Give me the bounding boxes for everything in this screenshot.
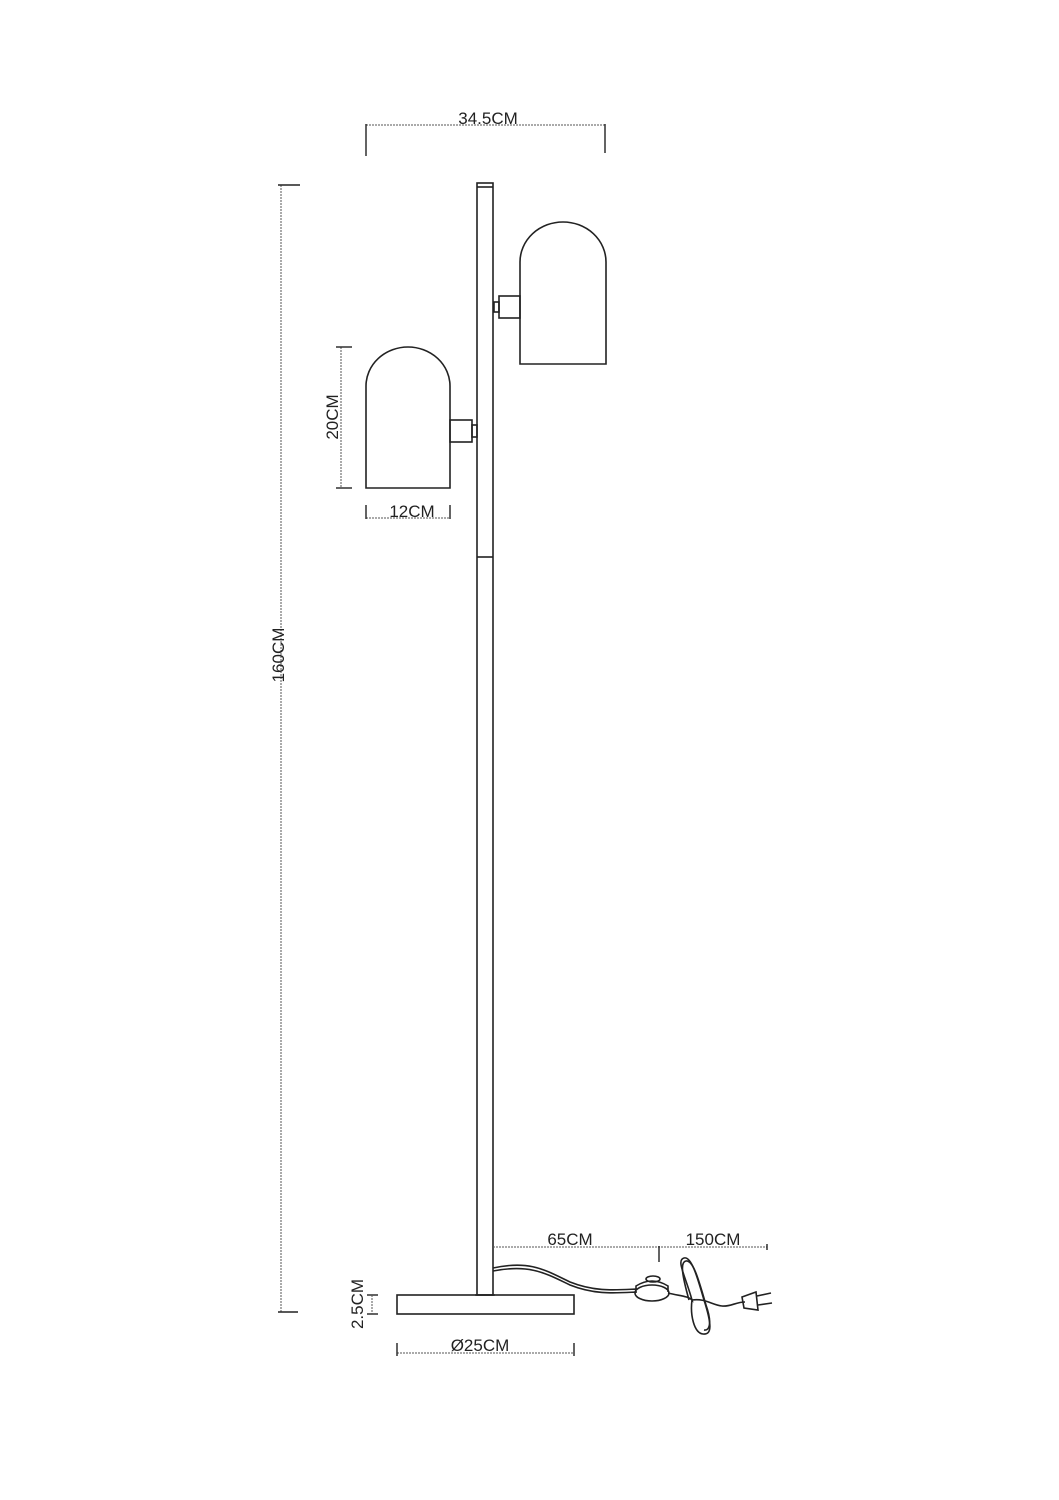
lamp-base (396, 1294, 575, 1315)
width-dimension: 34.5CM (365, 109, 606, 156)
shade-height-label: 20CM (323, 394, 342, 439)
shade-width-dimension: 12CM (365, 502, 451, 521)
plug (741, 1290, 773, 1311)
shade-height-dimension: 20CM (323, 346, 352, 489)
base-height-label: 2.5CM (348, 1279, 367, 1329)
lower-lamp-shade (365, 346, 478, 489)
switch-distance-label: 65CM (547, 1230, 592, 1249)
shade-width-label: 12CM (389, 502, 434, 521)
total-height-dimension: 160CM (269, 184, 300, 1313)
base-diameter-dimension: Ø25CM (396, 1336, 575, 1356)
lamp-pole (476, 182, 494, 1296)
upper-lamp-shade (493, 221, 607, 365)
foot-switch (634, 1275, 670, 1302)
base-height-dimension: 2.5CM (348, 1279, 378, 1329)
total-width-label: 34.5CM (458, 109, 518, 128)
total-height-label: 160CM (269, 628, 288, 683)
cord-dimension: 65CM 150CM (493, 1230, 768, 1262)
power-cord (492, 1257, 773, 1335)
base-diameter-label: Ø25CM (451, 1336, 510, 1355)
cord-length-label: 150CM (686, 1230, 741, 1249)
